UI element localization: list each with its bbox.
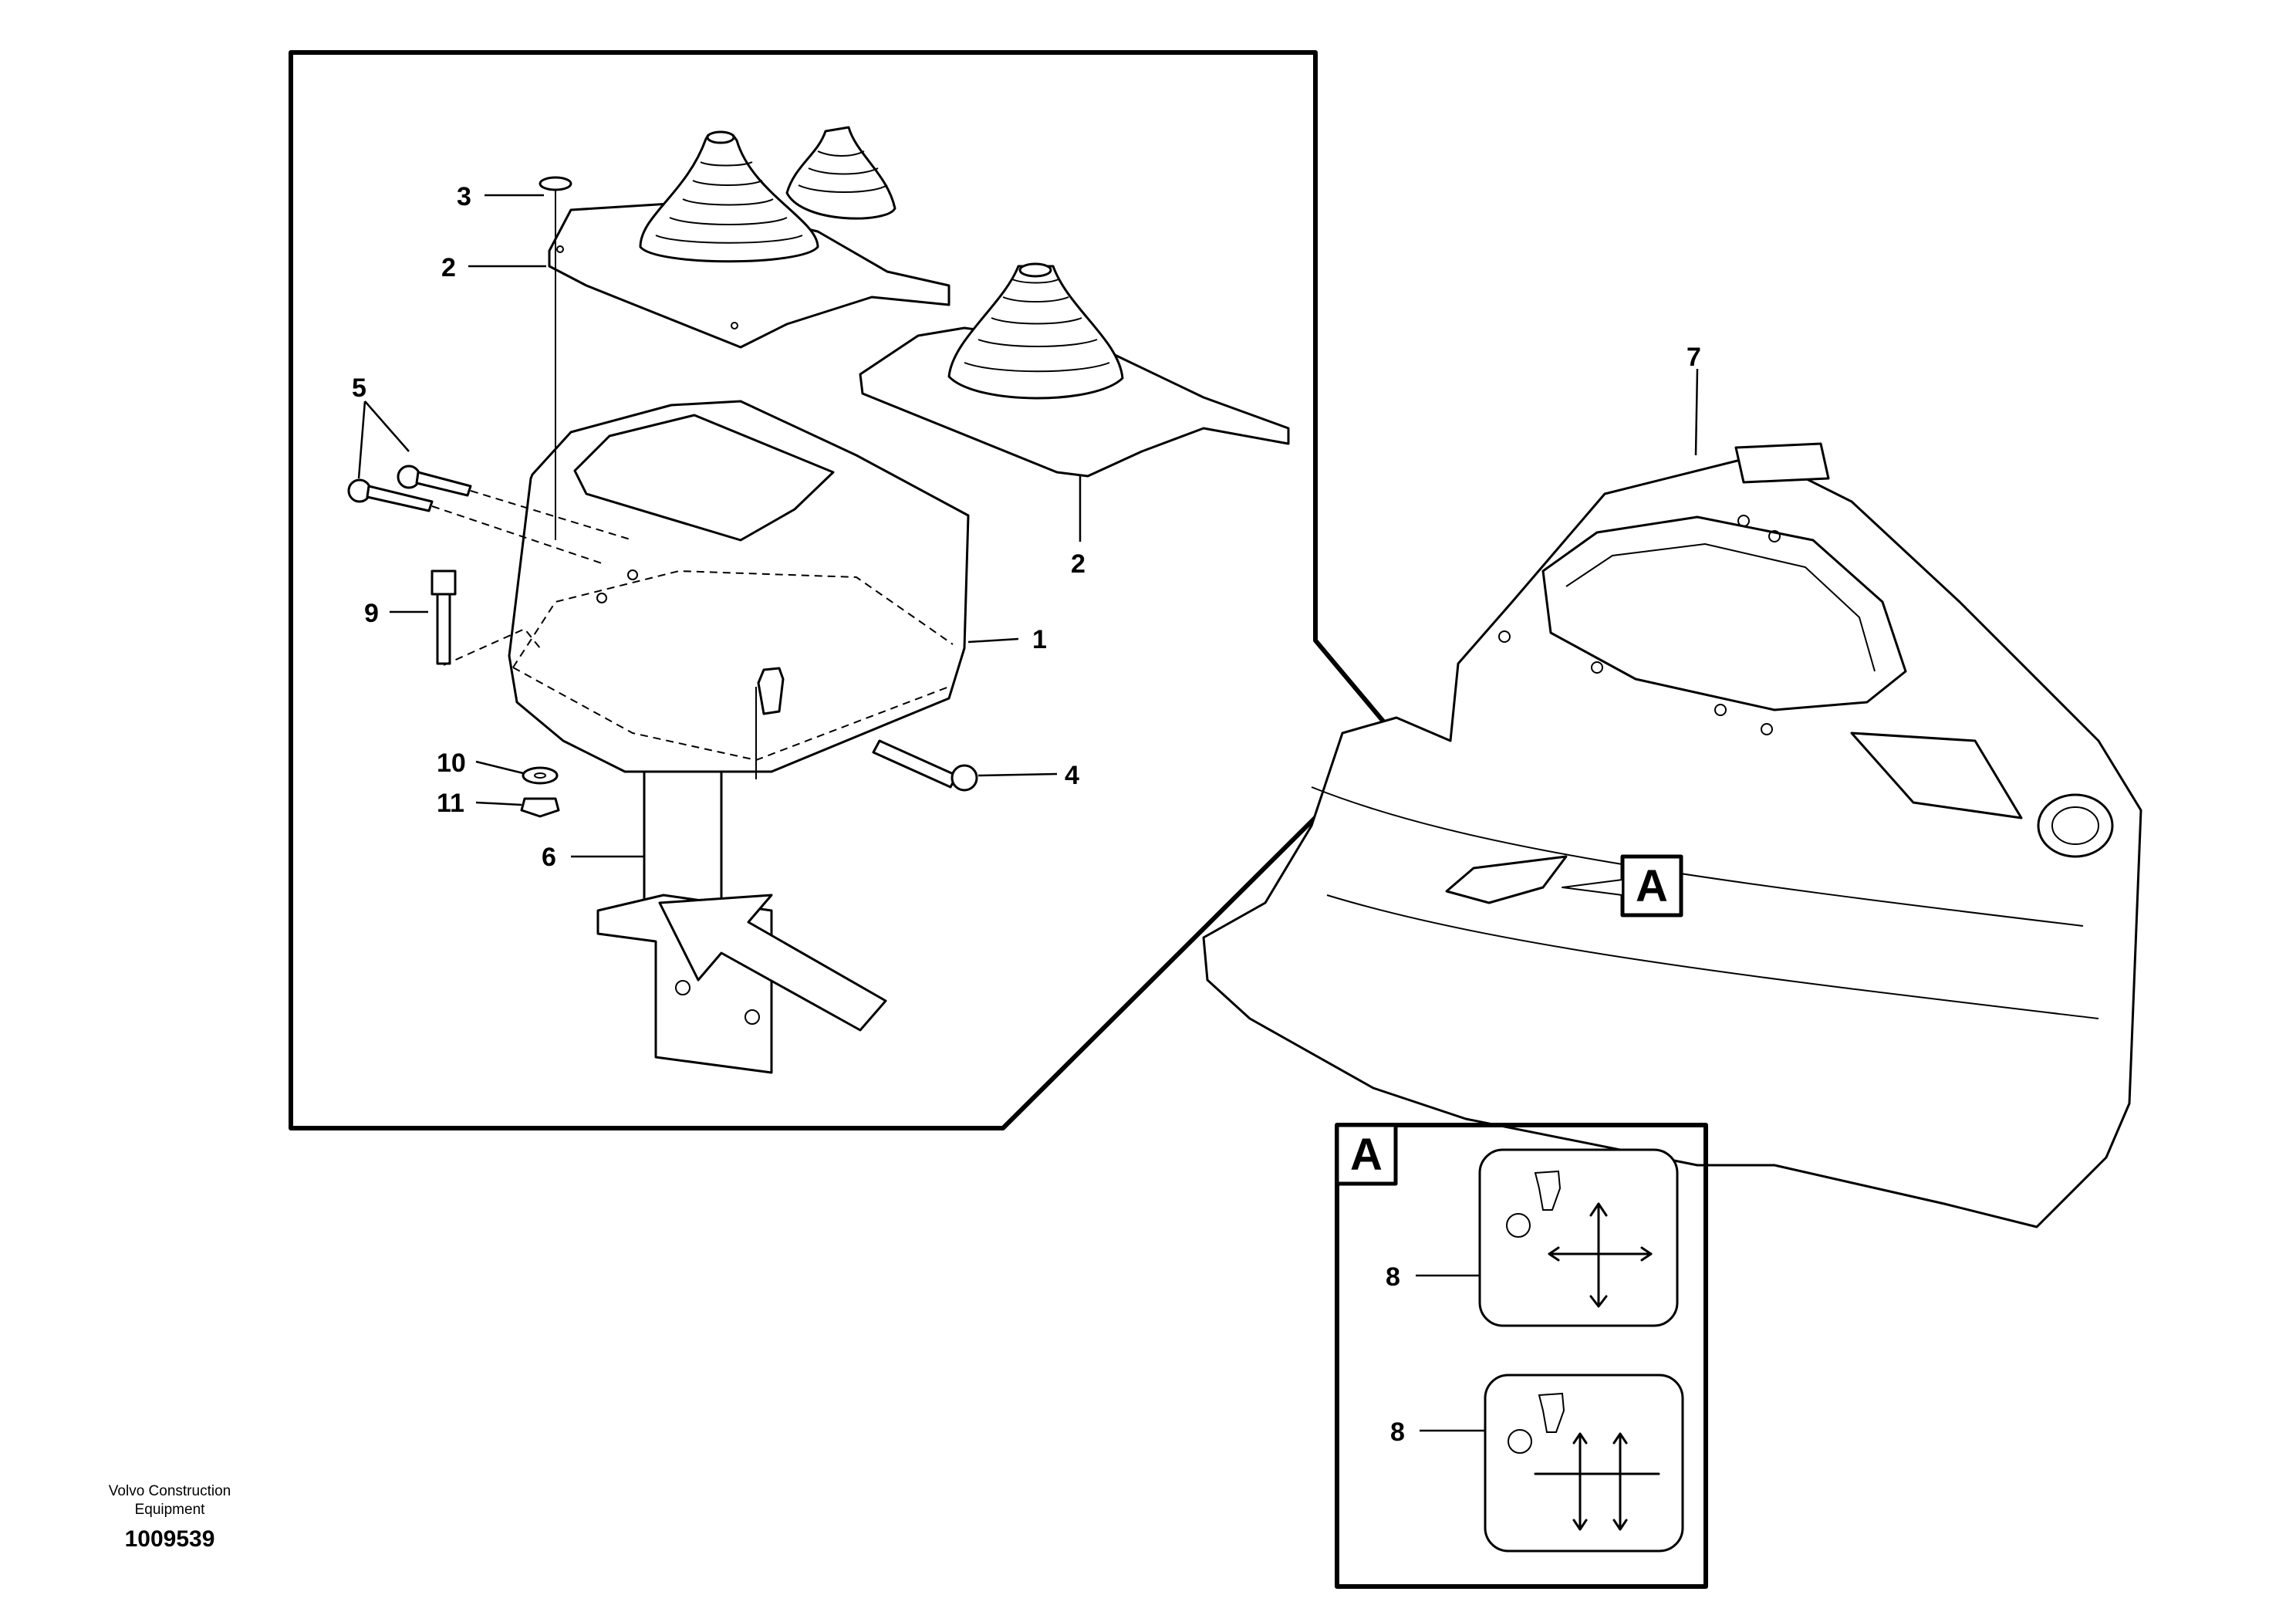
label-10: 10 — [437, 748, 466, 778]
nut-11 — [520, 797, 560, 818]
console-housing — [508, 400, 970, 779]
bolts-5 — [347, 465, 633, 564]
washer-10 — [522, 766, 559, 785]
view-a-marker-label: A — [1636, 861, 1668, 911]
screw-4 — [872, 739, 978, 792]
view-a-marker-leader — [1562, 879, 1623, 896]
screw-3 — [539, 176, 572, 540]
footer-company-line1: Volvo Construction — [109, 1483, 231, 1499]
label-5: 5 — [352, 373, 366, 403]
label-1: 1 — [1032, 625, 1047, 654]
label-8-upper: 8 — [1386, 1262, 1400, 1292]
inset-a-label: A — [1350, 1130, 1383, 1180]
inset-a — [1335, 1123, 1708, 1589]
boot-plate-right — [859, 262, 1290, 478]
label-6: 6 — [542, 843, 556, 872]
label-2-right: 2 — [1071, 549, 1086, 579]
footer-drawing-number: 1009539 — [125, 1526, 215, 1552]
view-a-marker-box — [1620, 854, 1683, 917]
bolt-9 — [430, 569, 541, 666]
label-4: 4 — [1065, 761, 1079, 790]
view-direction-arrow — [658, 894, 887, 1032]
leader-lines — [357, 194, 1699, 1432]
dashboard-panel — [1202, 442, 2142, 1228]
label-11: 11 — [437, 789, 464, 818]
label-2-upper: 2 — [441, 253, 456, 282]
footer-company-line2: Equipment — [135, 1502, 206, 1518]
label-9: 9 — [364, 599, 379, 628]
label-8-lower: 8 — [1390, 1418, 1405, 1447]
label-7: 7 — [1687, 343, 1701, 372]
label-3: 3 — [457, 182, 471, 211]
boot-plate-upper — [548, 126, 950, 349]
